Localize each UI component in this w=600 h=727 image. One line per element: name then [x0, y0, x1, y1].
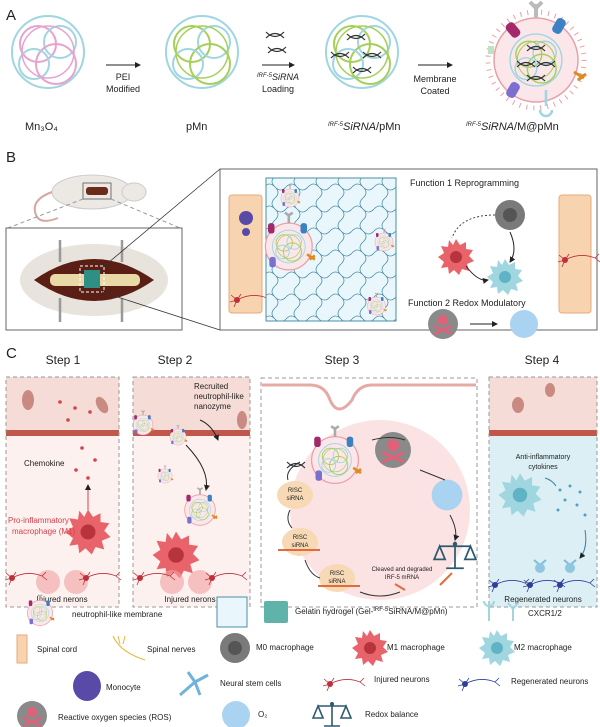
sirna-loading-label: IRF-5SiRNA — [257, 72, 299, 82]
ros-legend-icon — [15, 699, 49, 727]
risc-label-3: RISC — [330, 571, 345, 577]
redox-balance-legend-icon — [312, 701, 352, 727]
pmn-particle — [165, 15, 239, 89]
legend-monocyte: Monocyte — [106, 683, 141, 692]
legend-hydrogel: Gelatin hydrogel (Gel-IRF-5SiRNA/M@pMn) — [295, 607, 448, 616]
coated-label: Coated — [420, 86, 449, 96]
recruited-label-3: nanozyme — [194, 402, 231, 411]
hydrogel-grid — [265, 177, 397, 322]
pmn-name: pMn — [186, 121, 207, 133]
zoom-line — [110, 198, 181, 229]
panel-b-label: B — [6, 149, 16, 166]
mn3o4-name: Mn₃O₄ — [25, 121, 58, 133]
final-particle-name: IRF-5SiRNA/M@pMn — [466, 121, 559, 133]
injured-neuron-legend-icon — [322, 677, 366, 692]
reprogramming-cycle — [438, 200, 525, 295]
o2-icon — [510, 310, 538, 338]
m1-label-line2: macrophage (M1) — [12, 527, 75, 536]
risc-label: RISC — [288, 488, 303, 494]
spinal-cord-legend-icon — [16, 634, 28, 664]
step4-box — [487, 376, 598, 608]
m2-legend-icon — [479, 630, 515, 666]
ros-icon — [426, 307, 460, 341]
loading-label: Loading — [262, 84, 294, 94]
legend-membrane: neutrophil-like membrane — [72, 610, 163, 619]
o2-legend-icon — [222, 701, 250, 727]
step2-title: Step 2 — [158, 353, 193, 367]
legend-o2: O₂ — [258, 710, 267, 719]
risc-label-2: RISC — [293, 535, 308, 541]
regenerated-neuron-legend-icon — [457, 677, 501, 692]
step2-box — [132, 376, 251, 608]
step4-title: Step 4 — [525, 353, 560, 367]
legend: neutrophil-like membrane Gelatin hydroge… — [15, 595, 588, 727]
zoom-line — [101, 168, 221, 269]
legend-ros: Reactive oxygen species (ROS) — [58, 713, 172, 722]
sirna-label-2: siRNA — [291, 543, 308, 549]
sirna-dna-icon — [265, 31, 285, 39]
hydrogel-grid-legend-icon — [216, 596, 248, 628]
step2-injured-label: Injured nerons — [164, 595, 215, 604]
cytokines-label-1: Anti-inflammatory — [516, 454, 571, 461]
cleaved-label-2: IRF-5 mRNA — [385, 575, 419, 581]
monocyte-legend-icon — [73, 671, 101, 701]
function2-label: Function 2 Redox Modulatory — [408, 298, 526, 308]
zoom-line — [101, 291, 221, 331]
membrane-coated-particle — [485, 0, 587, 118]
spinal-surgery-site — [20, 240, 168, 322]
pei-label: PEI — [116, 72, 131, 82]
nsc-legend-icon — [179, 671, 209, 697]
step3-box — [260, 377, 478, 608]
step1-title: Step 1 — [46, 353, 81, 367]
spinal-cord-left — [228, 194, 273, 314]
function1-label: Function 1 Reprogramming — [410, 178, 519, 188]
step3-title: Step 3 — [325, 353, 360, 367]
rat-illustration — [33, 174, 147, 222]
spinal-nerves-legend-icon — [112, 635, 146, 661]
sirna-pmn-particle — [325, 15, 399, 89]
cytokines-label-2: cytokines — [528, 464, 558, 471]
m1-legend-icon — [352, 630, 388, 666]
cxcr-legend-icon — [483, 600, 519, 621]
sirna-label: siRNA — [286, 496, 303, 502]
legend-m2: M2 macrophage — [514, 643, 572, 652]
chemokine-label: Chemokine — [24, 459, 65, 468]
hydrogel-legend-icon — [264, 601, 288, 623]
m1-label-line1: Pro-inflammatory — [8, 516, 69, 525]
modified-label: Modified — [106, 84, 140, 94]
legend-cxcr: CXCR1/2 — [528, 609, 562, 618]
step1-box — [4, 376, 122, 608]
mn3o4-particle — [11, 15, 85, 89]
legend-injured: Injured neurons — [374, 675, 430, 684]
m0-legend-icon — [220, 633, 250, 663]
cleaved-label-1: Cleaved and degraded — [372, 567, 433, 573]
step1-injured-label: Injured nerons — [36, 595, 87, 604]
recruited-label-2: neutrophil-like — [194, 392, 244, 401]
sirna-pmn-name: IRF-5SiRNA/pMn — [328, 121, 400, 133]
legend-spinal-cord: Spinal cord — [37, 645, 77, 654]
legend-nsc: Neural stem cells — [220, 679, 281, 688]
regenerated-label: Regenerated neurons — [504, 595, 581, 604]
legend-redox: Redox balance — [365, 710, 419, 719]
spinal-cord-right — [557, 194, 600, 314]
membrane-label: Membrane — [413, 74, 456, 84]
sirna-label-3: siRNA — [328, 579, 345, 585]
sirna-dna-icon-small — [267, 46, 287, 54]
legend-m1: M1 macrophage — [387, 643, 445, 652]
recruited-label-1: Recruited — [194, 382, 228, 391]
legend-regenerated: Regenerated neurons — [511, 677, 588, 686]
panel-a-label: A — [6, 7, 16, 24]
legend-m0: M0 macrophage — [256, 643, 314, 652]
legend-spinal-nerves: Spinal nerves — [147, 645, 195, 654]
panel-c-label: C — [6, 345, 17, 362]
